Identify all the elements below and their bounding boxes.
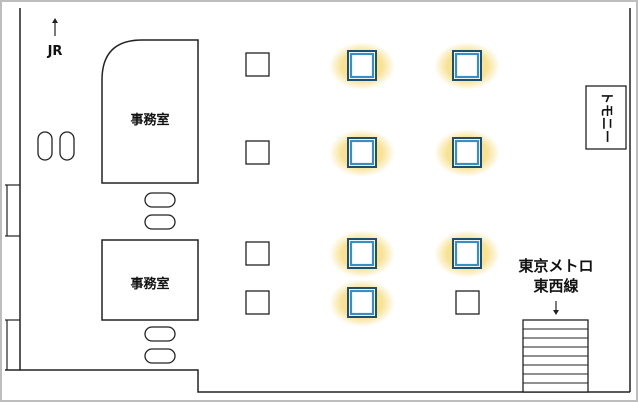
pillar	[245, 241, 270, 266]
highlighted-pillar	[329, 279, 395, 327]
ticket-gate	[144, 192, 176, 208]
highlighted-pillar	[329, 230, 395, 278]
pillar	[245, 140, 270, 165]
highlighted-pillar	[329, 129, 395, 177]
tozai-line-label: 東西線	[533, 277, 578, 295]
pillar	[455, 290, 480, 315]
highlighted-pillar	[434, 42, 500, 90]
tomonii-label: トモニー	[599, 91, 614, 143]
highlighted-pillar	[434, 230, 500, 278]
office-label-upper: 事務室	[130, 112, 169, 128]
arrow-up-icon	[52, 18, 58, 36]
ticket-gate	[144, 214, 176, 230]
highlighted-pillar	[434, 129, 500, 177]
ticket-gate	[144, 326, 176, 342]
office-room-lower	[101, 239, 199, 321]
ticket-gate	[37, 131, 53, 161]
pillar	[245, 290, 270, 315]
ticket-gate	[144, 348, 176, 364]
office-label-lower: 事務室	[130, 276, 169, 292]
pillar	[245, 52, 270, 77]
jr-label: JR	[47, 44, 63, 59]
stairs-to-tozai-line	[522, 319, 589, 393]
west-door-lower	[5, 319, 20, 370]
office-room-upper	[101, 39, 199, 184]
highlighted-pillar	[329, 42, 395, 90]
arrow-down-icon	[553, 301, 559, 315]
west-door-upper	[5, 184, 20, 237]
station-wall-outline	[19, 8, 630, 393]
ticket-gate	[59, 131, 75, 161]
tokyo-metro-label: 東京メトロ	[518, 257, 593, 275]
tomonii-shop	[585, 85, 627, 150]
